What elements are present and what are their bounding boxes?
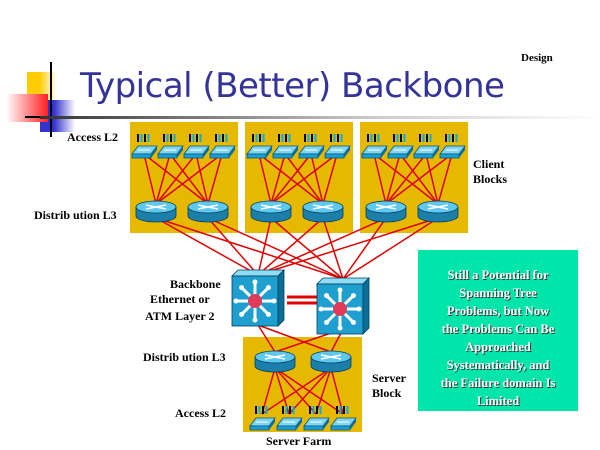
label-server-farm: Server Farm [266,434,332,448]
access-switch-icon [209,134,236,159]
link-line [385,153,427,205]
link-line [322,217,344,280]
link-line [207,217,259,276]
link-line [425,153,439,205]
link-line [270,217,344,280]
router-icon [417,200,459,223]
label-client-blocks-1: Client [473,157,505,171]
link-line [342,217,387,280]
link-line [195,153,209,205]
link-line [155,217,344,280]
access-switch-icon [387,134,414,159]
router-icon [250,200,292,223]
link-line [310,153,324,205]
page-title: Typical (Better) Backbone [80,66,505,106]
note-line: Approached [465,340,531,354]
router-icon [310,350,352,373]
label-backbone-1: Backbone [170,277,221,291]
link-line [270,153,286,205]
label-backbone-3: ATM Layer 2 [145,309,215,323]
link-line [155,153,171,205]
link-line [342,217,439,280]
link-line [270,153,312,205]
note-line: the Failure domain Is [440,376,556,390]
backbone-switch-icon [316,277,370,335]
access-switch-icon [183,134,210,159]
link-line [385,153,453,205]
title-underline [40,116,600,119]
backbone-switch-icon [231,269,285,327]
link-line [315,367,332,415]
link-line [373,153,387,205]
server-access-switch-icon [276,406,303,431]
access-switch-icon [439,134,466,159]
note-line: Limited [476,394,520,408]
label-backbone-2: Ethernet or [150,292,210,306]
router-icon [302,200,344,223]
link-line [257,217,272,276]
link-line [274,367,344,415]
section-tag: Design [521,52,553,64]
link-line [155,217,259,276]
router-icon [135,200,177,223]
router-icon [365,200,407,223]
access-switch-icon [361,134,388,159]
note-line: Problems, but Now [446,304,550,318]
access-switch-icon [246,134,273,159]
note-box: Still a Potential for Spanning Tree Prob… [418,250,578,411]
access-switch-icon [324,134,351,159]
access-switch-icon [272,134,299,159]
link-line [155,153,197,205]
link-line [258,153,272,205]
label-server-block-1: Server [372,371,406,385]
label-access-l2-top: Access L2 [67,130,118,144]
access-switch-icon [413,134,440,159]
label-client-blocks-2: Blocks [473,172,508,186]
router-icon [254,350,296,373]
router-icon [187,200,229,223]
label-access-l2-bottom: Access L2 [175,406,226,420]
link-line [257,324,276,353]
note-line: the Problems Can Be [441,322,555,336]
link-line [207,217,344,280]
link-line [155,153,223,205]
link-line [437,153,453,205]
link-line [143,153,157,205]
link-line [257,324,332,353]
link-line [385,153,401,205]
access-switch-icon [131,134,158,159]
server-access-switch-icon [249,406,276,431]
server-access-switch-icon [330,406,357,431]
label-distribution-l3-top: Distrib ution L3 [34,208,117,222]
label-distribution-l3-bottom: Distrib ution L3 [143,350,226,364]
note-line: Spanning Tree [459,286,537,300]
link-line [207,153,223,205]
link-line [257,217,324,276]
server-access-switch-icon [303,406,330,431]
note-line: Systematically, and [446,358,550,372]
access-switch-icon [298,134,325,159]
link-line [257,217,387,276]
link-line [322,153,338,205]
access-switch-icon [157,134,184,159]
link-line [270,153,338,205]
note-line: Still a Potential for [447,268,549,282]
link-line [261,367,276,415]
link-line [257,217,439,276]
label-server-block-2: Block [372,386,402,400]
